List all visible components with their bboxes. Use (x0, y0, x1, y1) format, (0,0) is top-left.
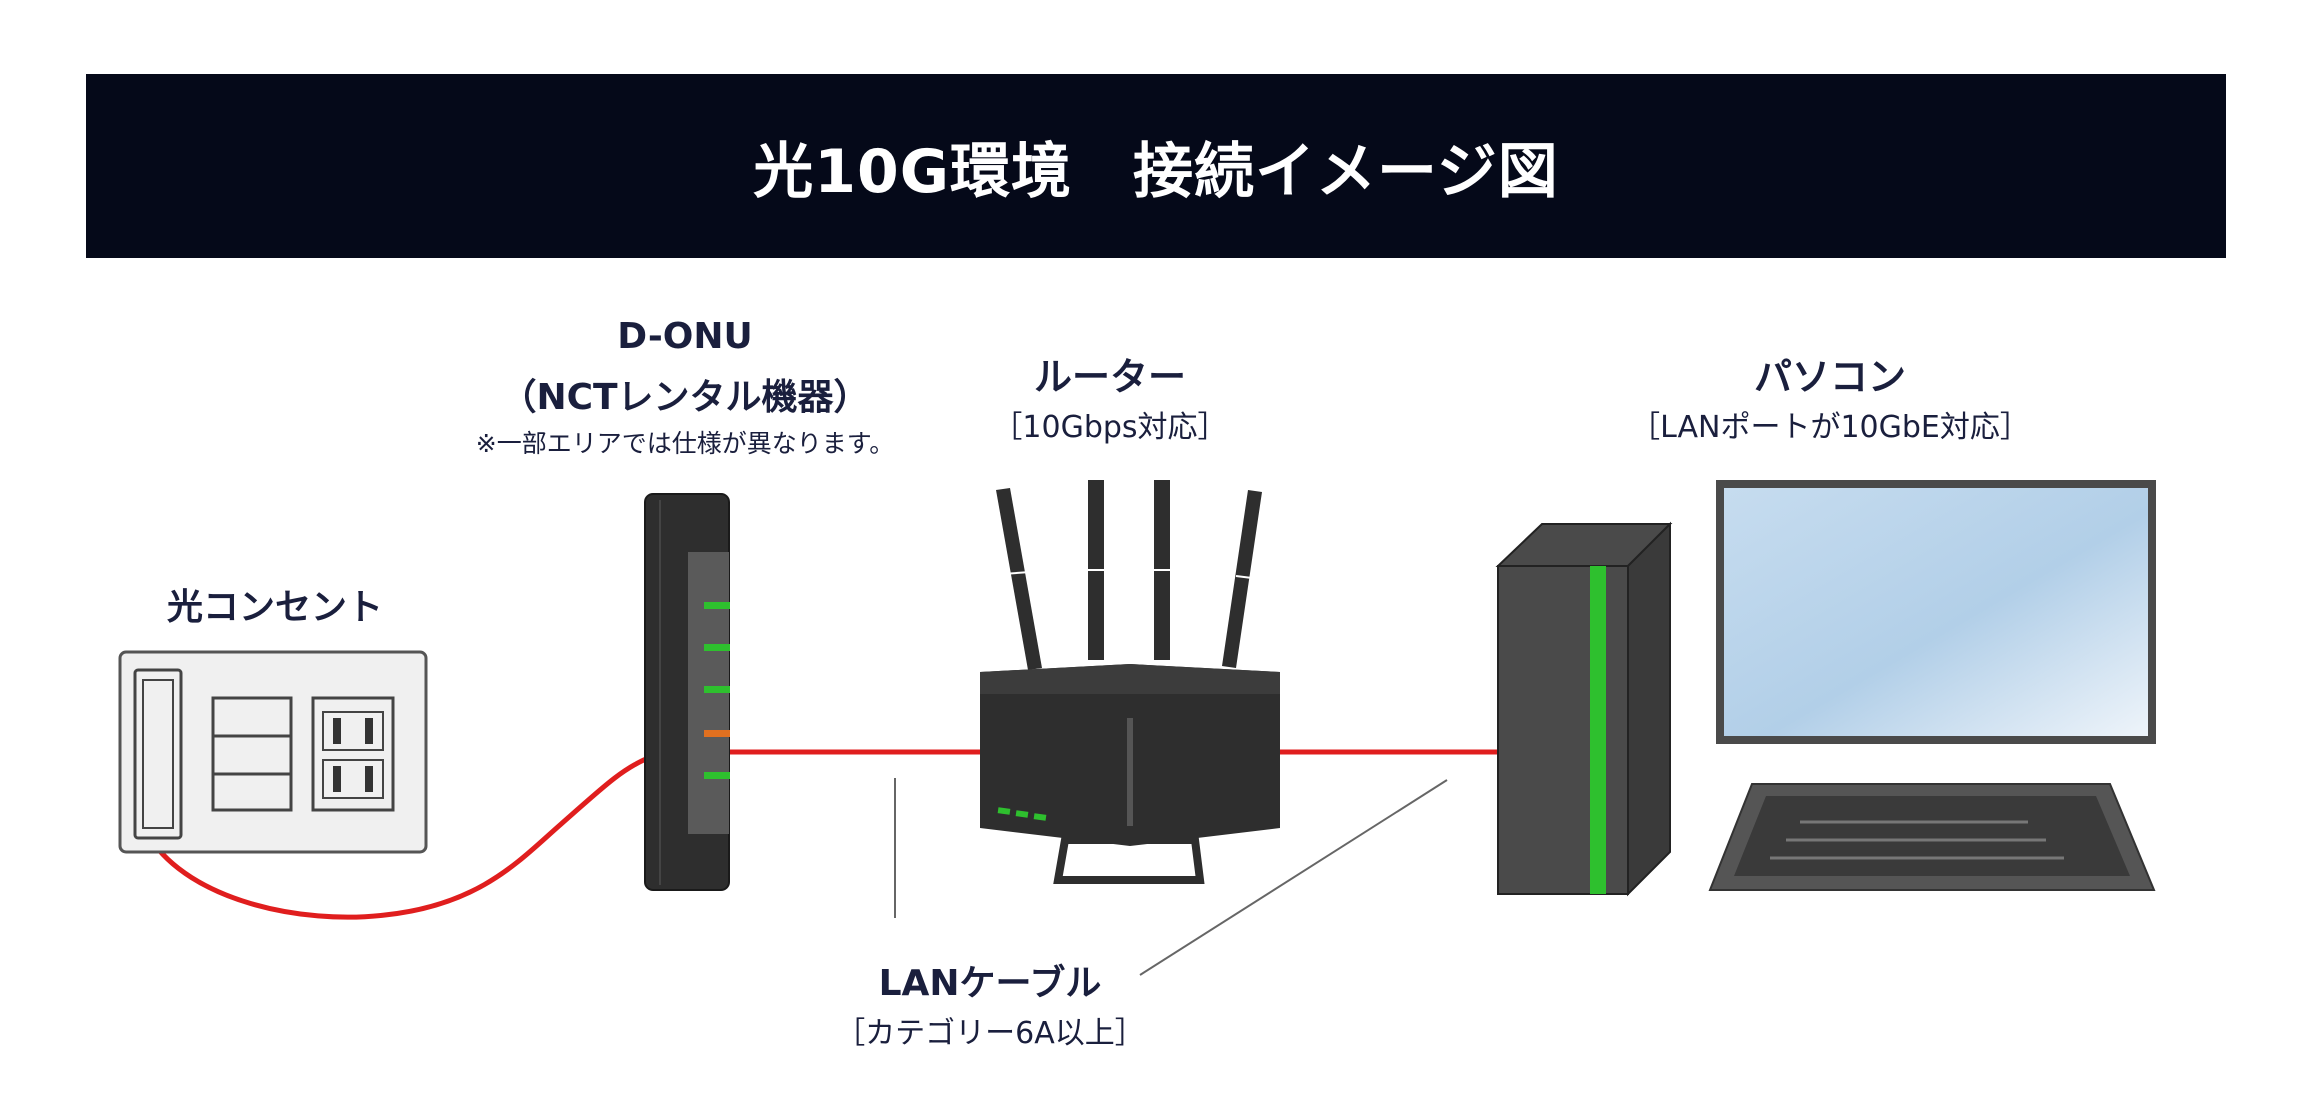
router-spec: ［10Gbps対応］ (992, 410, 1228, 445)
tower-side (1627, 521, 1671, 897)
outlet-label: 光コンセント (166, 587, 383, 628)
onu-led-2 (704, 644, 730, 651)
onu-led-1 (704, 602, 730, 609)
onu-device (644, 493, 730, 891)
blank-cover-top (211, 696, 293, 738)
router-stand (1053, 836, 1205, 884)
pc-monitor (1716, 480, 2156, 744)
leader-line-2 (1139, 779, 1448, 976)
tower-green-stripe (1590, 566, 1606, 894)
fiber-cable (147, 755, 649, 920)
onu-led-3 (704, 686, 730, 693)
onu-note: ※一部エリアでは仕様が異なります。 (475, 429, 895, 458)
cable-label: LANケーブル (878, 963, 1102, 1004)
router-label: ルーター (1033, 355, 1186, 399)
onu-led-4 (704, 730, 730, 737)
router-led-2 (1015, 810, 1029, 818)
onu-label: D-ONU (617, 316, 753, 357)
title-banner: 光10G環境 接続イメージ図 (86, 74, 2226, 258)
onu-label-rental: （NCTレンタル機器） (500, 377, 870, 418)
pc-spec: ［LANポートが10GbE対応］ (1630, 410, 2030, 445)
router-device (980, 480, 1280, 884)
cable-spec: ［カテゴリー6A以上］ (835, 1016, 1145, 1051)
diagram-title: 光10G環境 接続イメージ図 (753, 136, 1559, 207)
pc-tower (1495, 521, 1673, 897)
pc-label: パソコン (1753, 355, 1906, 399)
tower-front (1497, 565, 1629, 895)
blank-cover-mid (211, 734, 293, 776)
optical-outlet (118, 650, 428, 854)
pc-keyboard (1708, 783, 2156, 891)
monitor-screen (1724, 488, 2148, 736)
router-antenna-4 (1222, 490, 1262, 668)
router-antenna-1 (996, 488, 1042, 670)
router-led-1 (997, 807, 1011, 815)
onu-led-5 (704, 772, 730, 779)
router-led-3 (1033, 813, 1047, 821)
blank-cover-bottom (211, 772, 293, 812)
